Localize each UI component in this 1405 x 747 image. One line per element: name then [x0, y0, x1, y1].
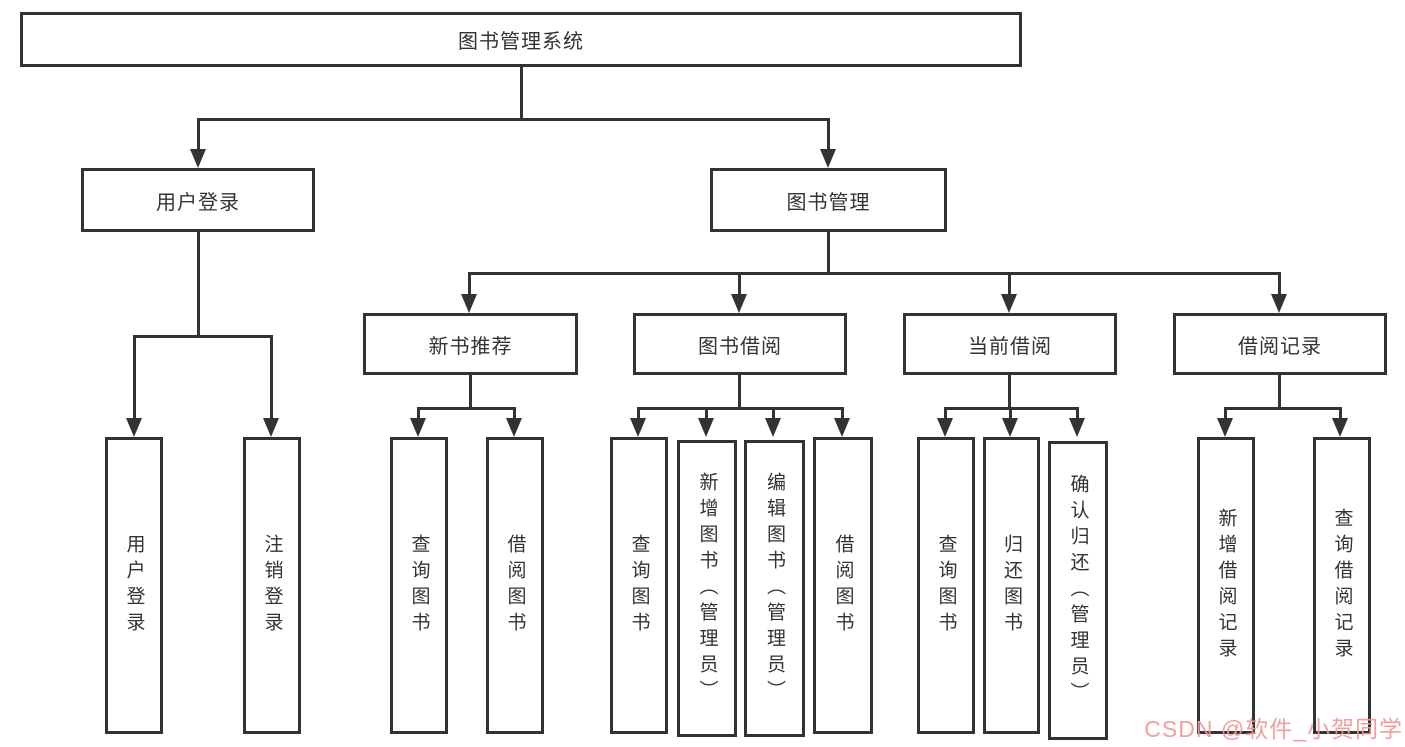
arrow-down-icon [263, 418, 279, 437]
leaf-cb-confirm-return-label: 确认归还（管理员） [1067, 473, 1089, 708]
connector-line [513, 407, 516, 423]
leaf-br-add-record: 新增借阅记录 [1197, 437, 1255, 734]
connector-line [1224, 407, 1227, 423]
leaf-nb-query-book-label: 查询图书 [408, 533, 430, 638]
arrow-down-icon [765, 418, 781, 437]
leaf-cb-return-book-label: 归还图书 [1001, 533, 1022, 638]
connector-line [468, 272, 471, 298]
connector-line [1008, 272, 1011, 298]
arrow-down-icon [630, 418, 646, 437]
arrow-down-icon [190, 149, 206, 168]
leaf-bb-borrow-book-label: 借阅图书 [832, 533, 854, 638]
node-root-label: 图书管理系统 [458, 31, 584, 53]
node-user-login: 用户登录 [81, 168, 315, 232]
node-book-management: 图书管理 [710, 168, 947, 232]
connector-line [133, 335, 272, 338]
connector-line [1009, 407, 1012, 423]
connector-line [417, 407, 516, 410]
arrow-down-icon [1001, 294, 1017, 313]
arrow-down-icon [698, 418, 714, 437]
leaf-bb-add-book: 新增图书（管理员） [677, 440, 737, 737]
arrow-down-icon [1217, 418, 1233, 437]
connector-line [827, 232, 830, 272]
connector-line [944, 407, 947, 423]
arrow-down-icon [1069, 418, 1085, 437]
connector-line [738, 375, 741, 407]
connector-line [772, 407, 775, 423]
leaf-user-login: 用户登录 [105, 437, 163, 734]
connector-line [469, 375, 472, 407]
leaf-logout-label: 注销登录 [261, 533, 283, 638]
arrow-down-icon [506, 418, 522, 437]
connector-line [1278, 272, 1281, 298]
arrow-down-icon [937, 418, 953, 437]
arrow-down-icon [410, 418, 426, 437]
node-root: 图书管理系统 [20, 12, 1022, 67]
leaf-nb-query-book: 查询图书 [390, 437, 448, 734]
leaf-bb-edit-book: 编辑图书（管理员） [744, 440, 805, 737]
node-borrow-record-label: 借阅记录 [1238, 335, 1322, 358]
arrow-down-icon [1332, 418, 1348, 437]
arrow-down-icon [820, 149, 836, 168]
node-new-book-recommend-label: 新书推荐 [428, 335, 513, 358]
leaf-nb-borrow-book: 借阅图书 [486, 437, 544, 734]
arrow-down-icon [731, 294, 747, 313]
leaf-cb-query-book: 查询图书 [917, 437, 975, 734]
connector-line [1278, 375, 1281, 407]
csdn-watermark: CSDN @软件_小贺同学 [1144, 716, 1403, 742]
node-current-borrow-label: 当前借阅 [968, 335, 1052, 358]
leaf-cb-return-book: 归还图书 [983, 437, 1040, 734]
connector-line [1076, 407, 1079, 423]
leaf-br-query-record: 查询借阅记录 [1313, 437, 1371, 734]
leaf-bb-add-book-label: 新增图书（管理员） [696, 471, 718, 706]
leaf-cb-confirm-return: 确认归还（管理员） [1048, 441, 1108, 740]
connector-line [197, 232, 200, 335]
connector-line [637, 407, 640, 423]
arrow-down-icon [126, 418, 142, 437]
connector-line [738, 272, 741, 298]
node-book-management-label: 图书管理 [786, 191, 871, 214]
connector-line [270, 335, 273, 422]
node-book-borrow: 图书借阅 [633, 313, 847, 375]
connector-line [468, 272, 1281, 275]
leaf-logout: 注销登录 [243, 437, 301, 734]
connector-line [1339, 407, 1342, 423]
connector-line [197, 118, 830, 121]
leaf-bb-edit-book-label: 编辑图书（管理员） [764, 471, 785, 706]
leaf-bb-query-book: 查询图书 [610, 437, 668, 734]
connector-line [1224, 407, 1341, 410]
connector-line [827, 118, 830, 154]
node-borrow-record: 借阅记录 [1173, 313, 1387, 375]
connector-line [1008, 375, 1011, 407]
leaf-br-query-record-label: 查询借阅记录 [1331, 507, 1353, 664]
arrow-down-icon [1002, 418, 1018, 437]
connector-line [637, 407, 844, 410]
leaf-br-add-record-label: 新增借阅记录 [1215, 507, 1237, 664]
leaf-user-login-label: 用户登录 [123, 533, 145, 638]
node-book-borrow-label: 图书借阅 [698, 335, 782, 358]
connector-line [705, 407, 708, 423]
arrow-down-icon [461, 294, 477, 313]
node-new-book-recommend: 新书推荐 [363, 313, 578, 375]
connector-line [197, 118, 200, 154]
connector-line [841, 407, 844, 423]
leaf-cb-query-book-label: 查询图书 [935, 533, 957, 638]
connector-line [417, 407, 420, 423]
arrow-down-icon [1271, 294, 1287, 313]
leaf-bb-query-book-label: 查询图书 [628, 533, 650, 638]
node-current-borrow: 当前借阅 [903, 313, 1117, 375]
node-user-login-label: 用户登录 [156, 191, 240, 214]
connector-line [133, 335, 136, 422]
leaf-bb-borrow-book: 借阅图书 [813, 437, 873, 734]
arrow-down-icon [834, 418, 850, 437]
leaf-nb-borrow-book-label: 借阅图书 [504, 533, 526, 638]
connector-line [520, 67, 523, 118]
